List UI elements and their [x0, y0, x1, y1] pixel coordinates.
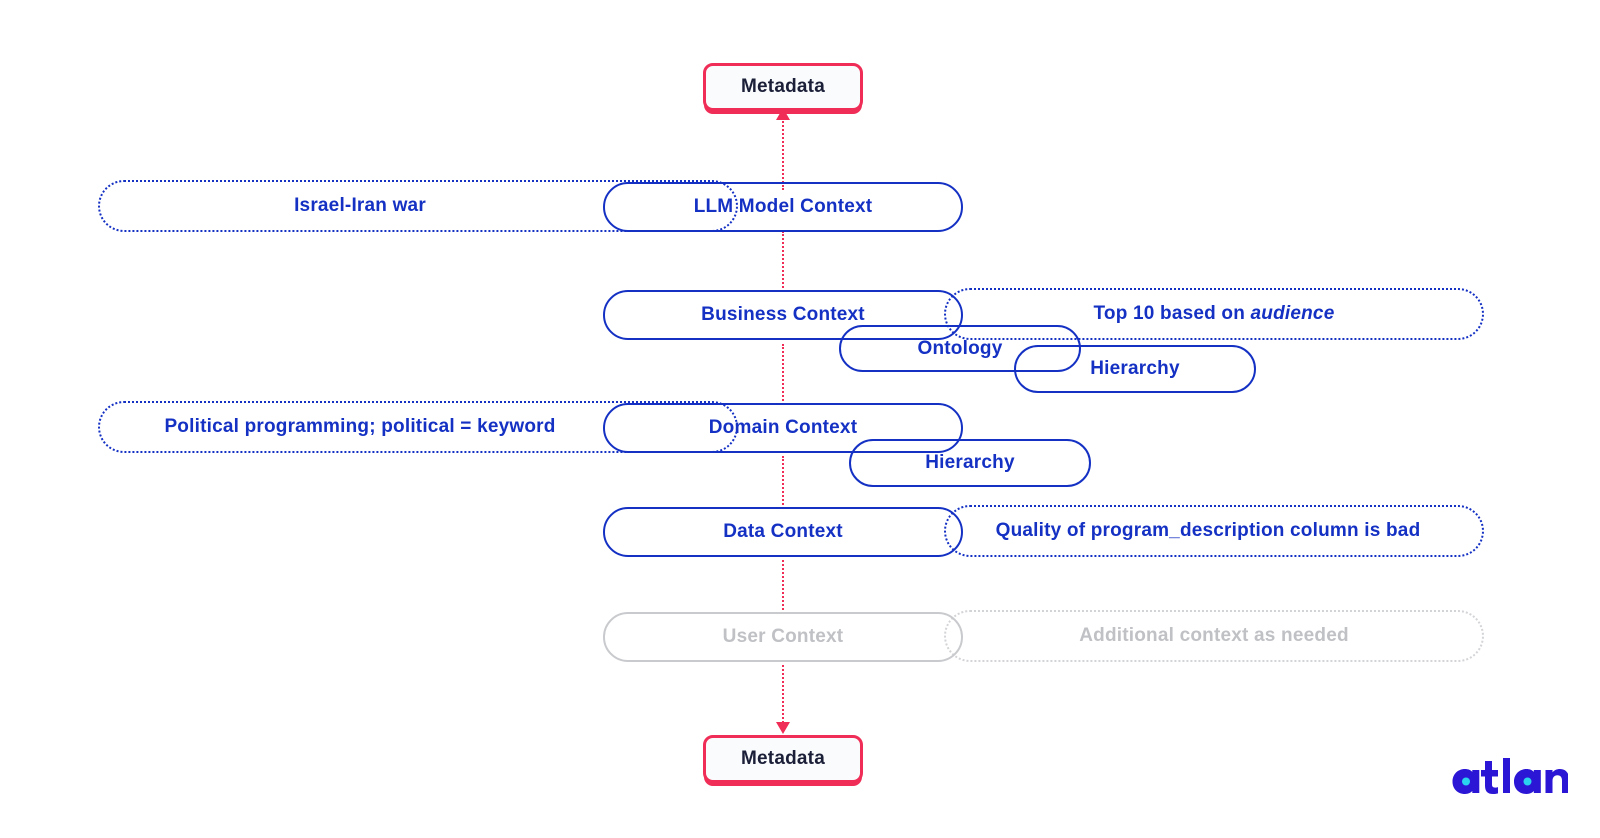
context-box-user-label: User Context [722, 626, 844, 647]
metadata-top-label: Metadata [741, 76, 825, 97]
context-box-business-hierarchy[interactable]: Hierarchy [1014, 345, 1256, 393]
context-box-data-label: Data Context [723, 521, 843, 542]
note-additional-context-label: Additional context as needed [1079, 625, 1349, 646]
metadata-box-bottom[interactable]: Metadata [703, 735, 863, 783]
context-box-business-ontology-label: Ontology [917, 337, 1003, 359]
context-box-domain[interactable]: Domain Context [603, 403, 963, 453]
flow-line-bottom [782, 665, 784, 723]
flow-line-domain-to-data [782, 456, 784, 505]
note-israel-iran-war-label: Israel-Iran war [294, 195, 426, 216]
context-box-llm-model[interactable]: LLM Model Context [603, 182, 963, 232]
flow-line-data-to-user [782, 560, 784, 610]
context-box-business-label: Business Context [701, 304, 865, 325]
context-box-domain-hierarchy[interactable]: Hierarchy [849, 439, 1091, 487]
flow-line-business-to-domain [782, 344, 784, 401]
metadata-box-top[interactable]: Metadata [703, 63, 863, 111]
metadata-bottom-label: Metadata [741, 748, 825, 769]
context-box-domain-label: Domain Context [708, 417, 858, 438]
note-top-10-audience-label: Top 10 based on audience [1093, 303, 1335, 324]
atlan-logo [1448, 752, 1569, 804]
context-box-user[interactable]: User Context [603, 612, 963, 662]
flow-line-top [782, 118, 784, 190]
context-box-business[interactable]: Business Context [603, 290, 963, 340]
context-box-domain-hierarchy-label: Hierarchy [925, 452, 1015, 473]
flow-arrow-down-icon [776, 722, 790, 734]
note-top-10-audience: Top 10 based on audience [944, 288, 1484, 340]
flow-arrow-up-icon [776, 108, 790, 120]
context-box-llm-model-label: LLM Model Context [693, 196, 873, 217]
note-program-description-quality: Quality of program_description column is… [944, 505, 1484, 557]
note-additional-context: Additional context as needed [944, 610, 1484, 662]
note-program-description-quality-label: Quality of program_description column is… [995, 520, 1421, 541]
flow-line-llm-to-business [782, 231, 784, 288]
note-political-programming-label: Political programming; political = keywo… [164, 416, 556, 437]
context-box-data[interactable]: Data Context [603, 507, 963, 557]
context-box-business-hierarchy-label: Hierarchy [1090, 358, 1180, 379]
